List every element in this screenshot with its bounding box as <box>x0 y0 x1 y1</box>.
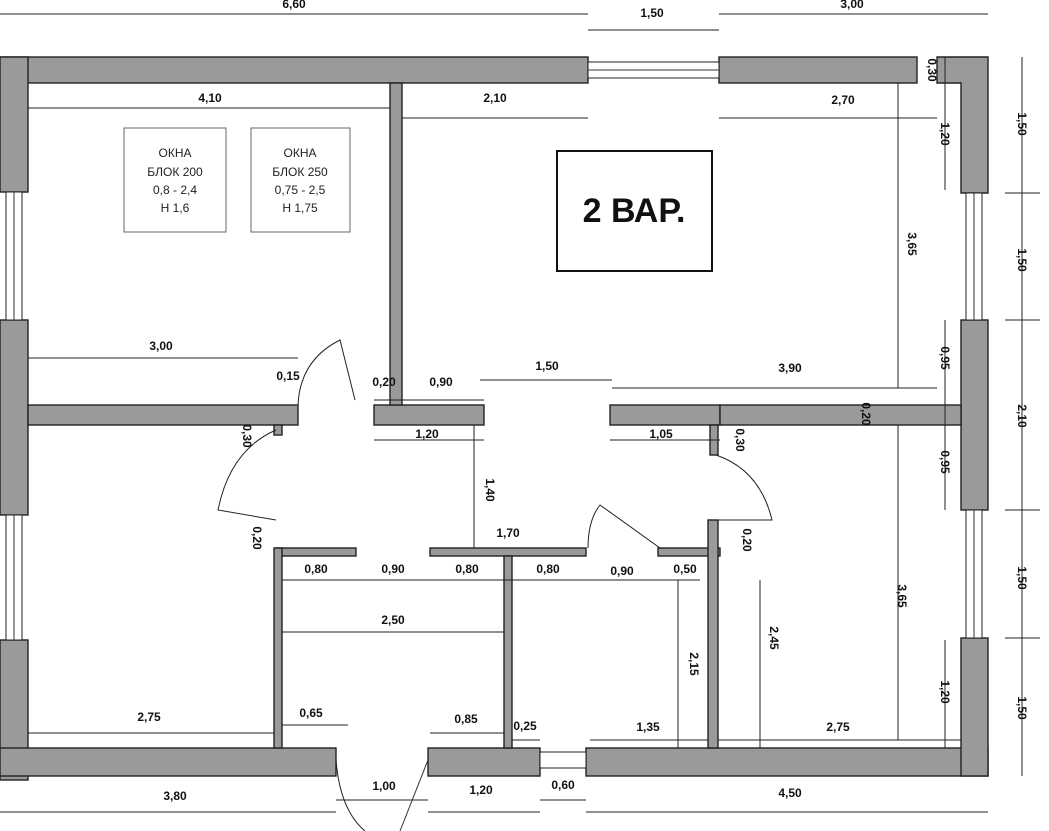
dim-room-l-width: 3,00 <box>149 339 173 353</box>
dim-v-120-top: 1,20 <box>938 122 952 146</box>
dim-right-150-b: 1,50 <box>1015 248 1029 272</box>
wall-right-2 <box>960 319 989 511</box>
dim-v-365-top: 3,65 <box>905 232 919 256</box>
wall-left-1 <box>0 56 29 193</box>
wall-int-h-right-b <box>719 404 962 426</box>
wall-int-v-b <box>503 555 513 749</box>
dim-top-overall-mid: 1,50 <box>640 6 664 20</box>
dim-wall-020-a: 0,20 <box>372 375 396 389</box>
windows <box>5 61 983 769</box>
dim-v-020-wall: 0,20 <box>859 402 873 426</box>
dim-right-210: 2,10 <box>1015 404 1029 428</box>
door-arc-5 <box>335 759 366 831</box>
wall-top-left <box>0 56 589 84</box>
wall-int-v-top <box>389 82 403 406</box>
window-box-1-line-3: 0,8 - 2,4 <box>153 183 197 197</box>
dim-room-br-135: 1,35 <box>636 720 660 734</box>
wall-int-h-left <box>27 404 299 426</box>
dim-right-150-a: 1,50 <box>1015 112 1029 136</box>
wall-int-v-c <box>707 519 719 749</box>
dim-room-br-275: 2,75 <box>826 720 850 734</box>
dim-v-030-right: 0,30 <box>733 428 747 452</box>
walls <box>0 56 989 781</box>
wall-int-bath-top-r <box>657 547 721 557</box>
wall-int-bath-top-m <box>429 547 587 557</box>
dim-door-065: 0,65 <box>299 706 323 720</box>
dim-room-tr-width: 2,70 <box>831 93 855 107</box>
dim-room-tl-width: 4,10 <box>198 91 222 105</box>
window-bottom <box>539 751 587 769</box>
door-arc-4 <box>587 504 661 549</box>
dim-bath-250: 2,50 <box>381 613 405 627</box>
dim-v-095-a: 0,95 <box>938 346 952 370</box>
wall-int-bath-top-l <box>275 547 357 557</box>
dim-row-090-b: 0,90 <box>610 564 634 578</box>
wall-bottom-right <box>585 747 989 777</box>
window-box-2-line-4: Н 1,75 <box>282 201 318 215</box>
dim-v-120-bottom: 1,20 <box>938 680 952 704</box>
dim-row-080-a: 0,80 <box>304 562 328 576</box>
wall-left-2 <box>0 319 29 516</box>
dim-door-085: 0,85 <box>454 712 478 726</box>
door-arc-2 <box>217 429 277 521</box>
dim-row-080-b: 0,80 <box>455 562 479 576</box>
variant-label: 2 ВАР. <box>583 192 686 230</box>
dim-bottom-380: 3,80 <box>163 789 187 803</box>
door-arc-1 <box>297 339 356 406</box>
window-box-2: ОКНА БЛОК 250 0,75 - 2,5 Н 1,75 <box>250 127 351 233</box>
window-box-1-line-4: Н 1,6 <box>161 201 190 215</box>
wall-int-h-mid <box>373 404 485 426</box>
dim-row-090-a: 0,90 <box>381 562 405 576</box>
dim-wall-015: 0,15 <box>276 369 300 383</box>
dim-room-r-390: 3,90 <box>778 361 802 375</box>
wall-bottom-mid <box>427 747 541 777</box>
dim-door-090-a: 0,90 <box>429 375 453 389</box>
dim-room-bl-275: 2,75 <box>137 710 161 724</box>
window-box-2-line-3: 0,75 - 2,5 <box>275 183 326 197</box>
dim-v-365-bottom: 3,65 <box>895 584 909 608</box>
wall-bottom-left <box>0 747 337 777</box>
dim-v-245: 2,45 <box>767 626 781 650</box>
dim-hall-120: 1,20 <box>415 427 439 441</box>
dim-bottom-450: 4,50 <box>778 786 802 800</box>
dim-v-215: 2,15 <box>687 652 701 676</box>
dim-right-150-c: 1,50 <box>1015 566 1029 590</box>
dim-row-080-c: 0,80 <box>536 562 560 576</box>
dimension-labels: 6,60 1,50 3,00 4,10 2,10 2,70 3,00 0,15 … <box>137 0 1029 803</box>
door-arc-3 <box>715 454 773 521</box>
dim-bottom-120: 1,20 <box>469 783 493 797</box>
dim-hall-150: 1,50 <box>535 359 559 373</box>
window-box-1-line-2: БЛОК 200 <box>147 165 203 179</box>
dim-room-tm-width: 2,10 <box>483 91 507 105</box>
doors <box>217 339 773 831</box>
dim-v-030-left: 0,30 <box>240 424 254 448</box>
dim-v-095-b: 0,95 <box>938 450 952 474</box>
window-box-2-line-2: БЛОК 250 <box>272 165 328 179</box>
wall-ne-corner <box>936 56 989 194</box>
dim-row-050: 0,50 <box>673 562 697 576</box>
dim-hall-105: 1,05 <box>649 427 673 441</box>
dimension-lines <box>0 13 1040 813</box>
variant-label-box: 2 ВАР. <box>556 150 713 272</box>
dim-v-030-top: 0,30 <box>925 58 939 82</box>
dim-right-150-d: 1,50 <box>1015 696 1029 720</box>
wall-int-v-d <box>273 424 283 436</box>
dim-top-overall-left: 6,60 <box>282 0 306 11</box>
window-box-1-line-1: ОКНА <box>159 146 192 160</box>
wall-int-h-right-a <box>609 404 721 426</box>
wall-top-right <box>718 56 918 84</box>
wall-int-v-a <box>273 547 283 749</box>
dim-v-020-right: 0,20 <box>740 528 754 552</box>
wall-right-3 <box>960 637 989 777</box>
window-box-2-line-1: ОКНА <box>284 146 317 160</box>
dim-v-020-left: 0,20 <box>250 526 264 550</box>
dim-hall-170: 1,70 <box>496 526 520 540</box>
dim-bottom-060: 0,60 <box>551 778 575 792</box>
window-box-1: ОКНА БЛОК 200 0,8 - 2,4 Н 1,6 <box>123 127 227 233</box>
dim-door-025: 0,25 <box>513 719 537 733</box>
dim-top-overall-right: 3,00 <box>840 0 864 11</box>
dim-hall-140: 1,40 <box>483 478 497 502</box>
dim-bottom-100: 1,00 <box>372 779 396 793</box>
